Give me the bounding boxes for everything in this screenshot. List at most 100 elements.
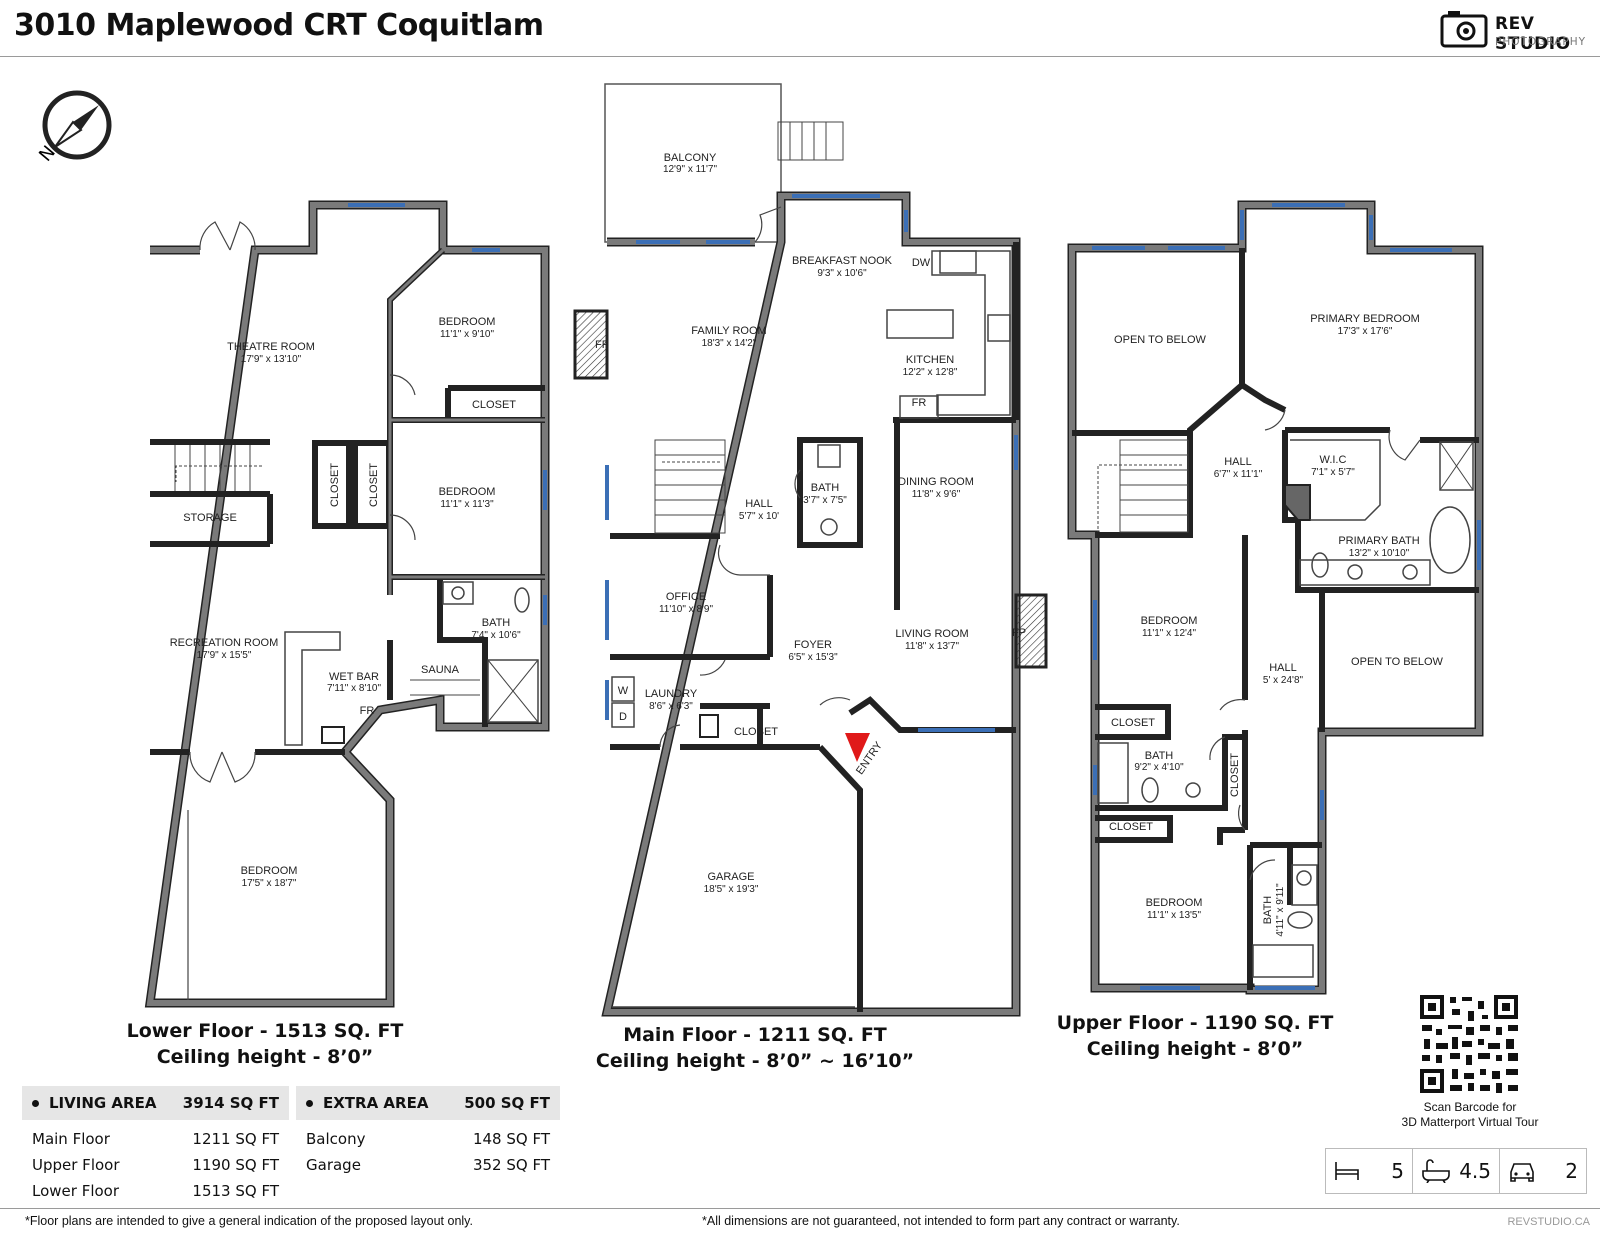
camera-icon [1440, 11, 1488, 48]
car-icon [1510, 1163, 1534, 1182]
main-floor-area: Main Floor - 1211 SQ. FT [623, 1024, 887, 1046]
upper-bedroom1-label: BEDROOM [1141, 615, 1198, 627]
lower-floor-ceiling: Ceiling height - 8’0” [156, 1046, 374, 1068]
summary-row-label: Upper Floor [32, 1156, 120, 1174]
upper-hall2-label: HALL [1269, 662, 1297, 674]
qr-caption-line1: Scan Barcode for [1423, 1100, 1517, 1114]
footer-divider [0, 1208, 1600, 1209]
main-dining-room-label: DINING ROOM [898, 476, 974, 488]
lower-closet-v1-label: CLOSET [329, 463, 341, 507]
qr-caption-line2: 3D Matterport Virtual Tour [1401, 1115, 1539, 1129]
living-area-total: 3914 SQ FT [182, 1094, 279, 1112]
summary-row: Garage 352 SQ FT [296, 1152, 560, 1178]
living-area-title: LIVING AREA [49, 1094, 157, 1112]
upper-wic-dims: 7'1" x 5'7" [1311, 467, 1355, 478]
lower-bedroom1-label: BEDROOM [439, 316, 496, 328]
lower-bedroom3-label: BEDROOM [241, 865, 298, 877]
upper-floor-plan [1067, 200, 1484, 995]
lower-closet-v2-label: CLOSET [368, 463, 380, 507]
lower-theatre-room-dims: 17'9" x 13'10" [241, 354, 302, 365]
upper-bath2-dims: 4'11" x 9'11" [1275, 883, 1286, 937]
logo-main-text: REV STUDIO [1495, 14, 1571, 54]
main-office-dims: 11'10" x 8'9" [659, 604, 714, 615]
main-garage-label: GARAGE [707, 871, 754, 883]
main-office-label: OFFICE [666, 591, 706, 603]
upper-bedroom1-dims: 11'1" x 12'4" [1142, 628, 1197, 639]
summary-row: Upper Floor 1190 SQ FT [22, 1152, 289, 1178]
main-living-room-label: LIVING ROOM [895, 628, 968, 640]
main-dw-label: DW [912, 257, 931, 269]
lower-bedroom1-dims: 11'1" x 9'10" [440, 329, 495, 340]
bed-icon [1335, 1162, 1359, 1180]
upper-hall1-dims: 6'7" x 11'1" [1214, 469, 1263, 480]
footer-disclaimer-left: *Floor plans are intended to give a gene… [25, 1214, 473, 1228]
garage-count: 2 [1565, 1159, 1578, 1183]
compass-icon: N [35, 90, 112, 166]
main-kitchen-dims: 12'2" x 12'8" [903, 367, 958, 378]
upper-hall2-dims: 5' x 24'8" [1263, 675, 1304, 686]
summary-row-label: Balcony [306, 1130, 366, 1148]
lower-floor-caption: Lower Floor - 1513 SQ. FT Ceiling height… [120, 1018, 410, 1070]
upper-closet-v-label: CLOSET [1229, 753, 1241, 797]
main-washer-label: W [618, 685, 629, 697]
main-floor-plan [573, 83, 1048, 1017]
bullet-icon [32, 1100, 39, 1107]
main-garage-dims: 18'5" x 19'3" [704, 884, 759, 895]
bullet-icon [306, 1100, 313, 1107]
main-kitchen-label: KITCHEN [906, 354, 954, 366]
property-stats: 5 4.5 2 [1325, 1148, 1587, 1194]
upper-closet2-label: CLOSET [1109, 821, 1153, 833]
lower-recreation-room-dims: 17'9" x 15'5" [197, 650, 252, 661]
summary-row-label: Garage [306, 1156, 361, 1174]
main-living-room-dims: 11'8" x 13'7" [905, 641, 960, 652]
lower-bedroom2-label: BEDROOM [439, 486, 496, 498]
upper-bath2-label: BATH [1262, 896, 1274, 925]
upper-floor-ceiling: Ceiling height - 8’0” [1086, 1038, 1304, 1060]
upper-primary-bath-label: PRIMARY BATH [1338, 535, 1419, 547]
upper-closet1-label: CLOSET [1111, 717, 1155, 729]
main-dryer-label: D [619, 711, 627, 723]
lower-fr-label: FR [360, 705, 375, 717]
lower-bath-dims: 7'4" x 10'6" [471, 630, 521, 641]
main-breakfast-nook-dims: 9'3" x 10'6" [817, 268, 867, 279]
summary-row-label: Lower Floor [32, 1182, 120, 1200]
summary-row-value: 352 SQ FT [472, 1156, 550, 1174]
main-floor-ceiling: Ceiling height - 8’0” ~ 16’10” [595, 1050, 915, 1072]
main-bath-label: BATH [811, 482, 840, 494]
entry-arrow-icon [845, 733, 870, 762]
footer-url[interactable]: REVSTUDIO.CA [1507, 1216, 1590, 1228]
upper-floor-area: Upper Floor - 1190 SQ. FT [1056, 1012, 1334, 1034]
upper-bedroom2-label: BEDROOM [1146, 897, 1203, 909]
bathrooms-stat: 4.5 [1412, 1149, 1499, 1193]
lower-closet1-label: CLOSET [472, 399, 516, 411]
page-title: 3010 Maplewood CRT Coquitlam [14, 8, 544, 43]
garage-stat: 2 [1499, 1149, 1586, 1193]
extra-area-total: 500 SQ FT [464, 1094, 550, 1112]
upper-open-to-below-2-label: OPEN TO BELOW [1351, 656, 1444, 668]
main-dining-room-dims: 11'8" x 9'6" [912, 489, 961, 500]
main-fp1-label: FP [595, 339, 609, 351]
upper-wic-label: W.I.C [1320, 454, 1347, 466]
lower-sauna-label: SAUNA [421, 664, 460, 676]
qr-code[interactable] [1418, 993, 1518, 1093]
upper-floor-caption: Upper Floor - 1190 SQ. FT Ceiling height… [1050, 1010, 1340, 1062]
main-balcony-dims: 12'9" x 11'7" [663, 164, 718, 175]
main-foyer-dims: 6'5" x 15'3" [788, 652, 838, 663]
upper-open-to-below-1-label: OPEN TO BELOW [1114, 334, 1207, 346]
lower-wet-bar-label: WET BAR [329, 671, 379, 683]
header-divider [0, 56, 1600, 57]
lower-bedroom3-dims: 17'5" x 18'7" [242, 878, 297, 889]
extra-area-header: EXTRA AREA 500 SQ FT [296, 1086, 560, 1120]
summary-row-value: 1513 SQ FT [192, 1182, 279, 1200]
summary-row: Lower Floor 1513 SQ FT [22, 1178, 289, 1204]
upper-primary-bedroom-label: PRIMARY BEDROOM [1310, 313, 1420, 325]
summary-row-label: Main Floor [32, 1130, 110, 1148]
summary-row-value: 1190 SQ FT [192, 1156, 279, 1174]
upper-hall1-label: HALL [1224, 456, 1252, 468]
lower-recreation-room-label: RECREATION ROOM [170, 637, 279, 649]
lower-floor-plan [144, 200, 550, 1008]
upper-bedroom2-dims: 11'1" x 13'5" [1147, 910, 1202, 921]
